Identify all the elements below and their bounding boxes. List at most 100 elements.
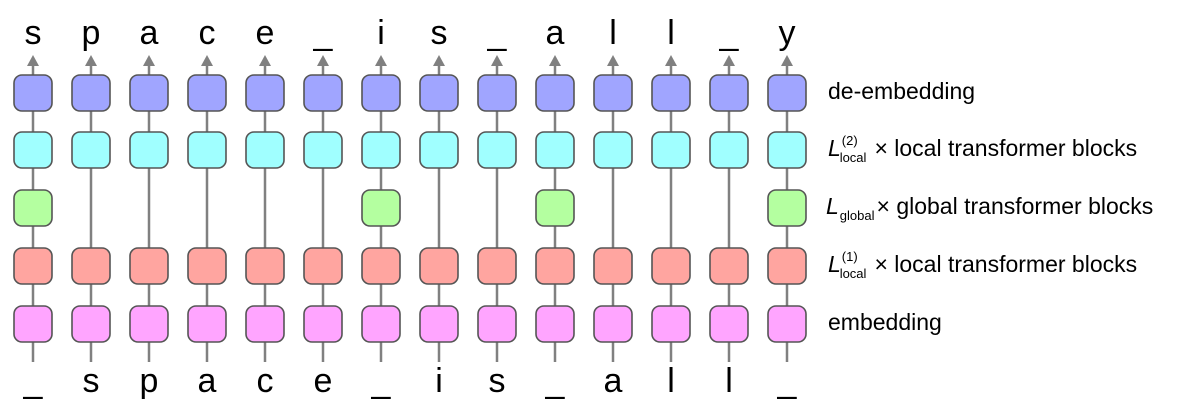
- global-block-0: [13, 189, 53, 227]
- local-2-block-5: [303, 131, 343, 169]
- label-embedding: embedding: [828, 309, 942, 335]
- label-local-2-var: L: [828, 135, 841, 161]
- embedding-block-6: [361, 305, 401, 343]
- input-token-1: s: [83, 362, 100, 400]
- de-embedding-block-8: [477, 74, 517, 112]
- local-1-block-10: [593, 247, 633, 285]
- embedding-block-2: [129, 305, 169, 343]
- label-global-var: L: [826, 193, 839, 219]
- input-token-0: _: [23, 362, 44, 400]
- embedding-block-9: [535, 305, 575, 343]
- local-2-block-8: [477, 131, 517, 169]
- arrowhead-11: [665, 55, 677, 66]
- arrowhead-10: [607, 55, 619, 66]
- arrowhead-4: [259, 55, 271, 66]
- embedding-block-13: [767, 305, 807, 343]
- output-token-8: _: [487, 14, 508, 52]
- label-global-sub: global: [840, 208, 875, 223]
- output-token-11: l: [667, 14, 675, 52]
- output-token-1: p: [82, 14, 101, 52]
- de-embedding-block-6: [361, 74, 401, 112]
- label-local-1-var: L: [828, 251, 841, 277]
- local-2-block-4: [245, 131, 285, 169]
- input-token-7: i: [435, 362, 443, 400]
- arrowhead-0: [27, 55, 39, 66]
- output-token-5: _: [313, 14, 334, 52]
- label-global-text: × global transformer blocks: [877, 193, 1154, 219]
- embedding-block-0: [13, 305, 53, 343]
- input-token-9: _: [545, 362, 566, 400]
- arrowhead-3: [201, 55, 213, 66]
- input-token-6: _: [371, 362, 392, 400]
- arrowhead-9: [549, 55, 561, 66]
- de-embedding-block-11: [651, 74, 691, 112]
- arrowhead-2: [143, 55, 155, 66]
- arrowhead-7: [433, 55, 445, 66]
- local-2-block-10: [593, 131, 633, 169]
- local-2-block-9: [535, 131, 575, 169]
- arrowhead-8: [491, 55, 503, 66]
- de-embedding-block-4: [245, 74, 285, 112]
- embedding-block-11: [651, 305, 691, 343]
- label-global: Lglobal× global transformer blocks: [826, 193, 1153, 223]
- input-token-13: _: [777, 362, 798, 400]
- arrowhead-5: [317, 55, 329, 66]
- local-1-block-4: [245, 247, 285, 285]
- local-1-block-0: [13, 247, 53, 285]
- de-embedding-block-1: [71, 74, 111, 112]
- label-local-2-sub: local: [840, 150, 867, 165]
- embedding-block-5: [303, 305, 343, 343]
- local-1-block-6: [361, 247, 401, 285]
- de-embedding-block-7: [419, 74, 459, 112]
- arrowhead-13: [781, 55, 793, 66]
- output-token-0: s: [25, 14, 42, 52]
- label-local-2-text: × local transformer blocks: [874, 135, 1137, 161]
- local-2-block-3: [187, 131, 227, 169]
- local-1-block-2: [129, 247, 169, 285]
- embedding-block-3: [187, 305, 227, 343]
- input-token-4: c: [257, 362, 274, 400]
- output-token-7: s: [431, 14, 448, 52]
- output-token-9: a: [546, 14, 565, 52]
- de-embedding-block-13: [767, 74, 807, 112]
- global-block-13: [767, 189, 807, 227]
- input-token-8: s: [489, 362, 506, 400]
- input-token-12: l: [725, 362, 733, 400]
- embedding-block-12: [709, 305, 749, 343]
- label-local-1-sub: local: [840, 266, 867, 281]
- de-embedding-block-0: [13, 74, 53, 112]
- global-block-9: [535, 189, 575, 227]
- embedding-block-4: [245, 305, 285, 343]
- local-2-block-2: [129, 131, 169, 169]
- local-1-block-7: [419, 247, 459, 285]
- input-token-2: p: [140, 362, 159, 400]
- label-local-1-sup: (1): [842, 249, 858, 264]
- output-token-13: y: [779, 14, 796, 52]
- local-2-block-1: [71, 131, 111, 169]
- local-1-block-1: [71, 247, 111, 285]
- label-local-1-text: × local transformer blocks: [874, 251, 1137, 277]
- local-2-block-12: [709, 131, 749, 169]
- output-token-4: e: [256, 14, 275, 52]
- output-token-6: i: [377, 14, 385, 52]
- output-token-2: a: [140, 14, 159, 52]
- local-2-block-11: [651, 131, 691, 169]
- de-embedding-block-12: [709, 74, 749, 112]
- input-token-5: e: [314, 362, 333, 400]
- input-token-11: l: [667, 362, 675, 400]
- output-token-3: c: [199, 14, 216, 52]
- local-1-block-12: [709, 247, 749, 285]
- local-1-block-3: [187, 247, 227, 285]
- local-1-block-9: [535, 247, 575, 285]
- label-local-2-sup: (2): [842, 133, 858, 148]
- de-embedding-block-3: [187, 74, 227, 112]
- local-1-block-11: [651, 247, 691, 285]
- local-1-block-13: [767, 247, 807, 285]
- arrowhead-6: [375, 55, 387, 66]
- global-block-6: [361, 189, 401, 227]
- label-local-2: L(2) local × local transformer blocks: [828, 133, 1137, 165]
- embedding-block-1: [71, 305, 111, 343]
- de-embedding-block-9: [535, 74, 575, 112]
